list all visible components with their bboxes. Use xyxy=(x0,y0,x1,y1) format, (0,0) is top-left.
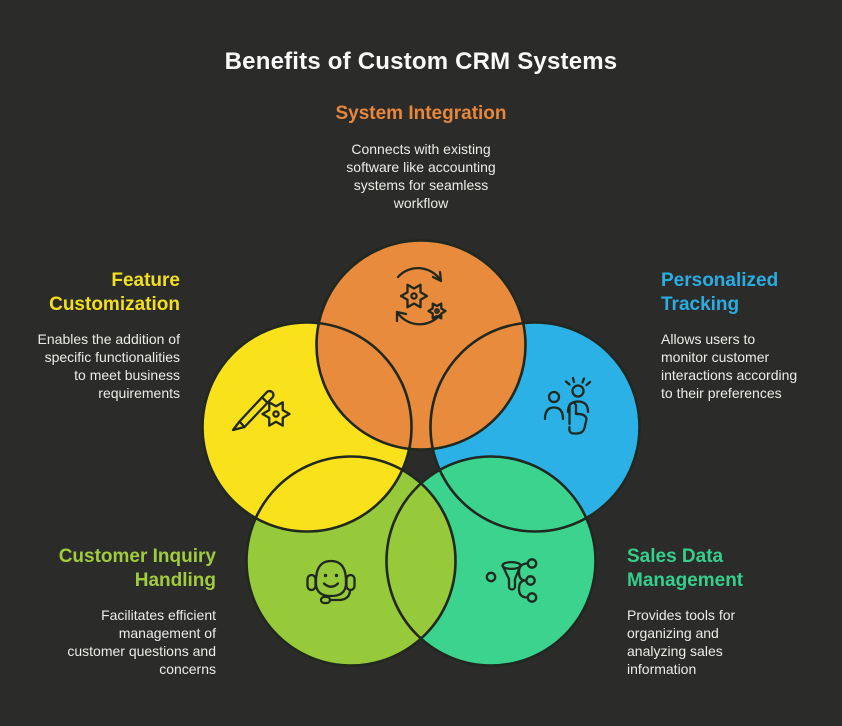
section-description: Connects with existing software like acc… xyxy=(0,140,842,212)
pencil-band xyxy=(260,396,269,404)
output-node xyxy=(526,592,538,603)
description-line: customer questions and xyxy=(67,643,216,659)
description-line: systems for seamless xyxy=(353,177,489,193)
circle-outlines xyxy=(201,239,641,667)
heading-line: Handling xyxy=(134,570,216,591)
icons-layer xyxy=(231,267,592,605)
description-line: to their preferences xyxy=(661,385,782,401)
sync-arrow-top xyxy=(396,267,443,283)
heading-line: Sales Data xyxy=(627,546,724,567)
input-node xyxy=(485,571,497,583)
description-line: information xyxy=(627,661,697,677)
heading-line: Feature xyxy=(111,270,180,291)
section-feature-customization: Feature Customization Enables the additi… xyxy=(0,269,180,402)
description-line: to meet business xyxy=(74,367,180,383)
section-description: Enables the addition of specific functio… xyxy=(0,330,180,402)
people-select-icon xyxy=(543,376,592,435)
description-line: workflow xyxy=(393,195,449,211)
section-customer-inquiry-handling: Customer Inquiry Handling Facilitates ef… xyxy=(6,545,216,678)
circle-outline xyxy=(315,239,527,451)
heading-line: Customer Inquiry xyxy=(58,546,216,567)
section-description: Provides tools for organizing and analyz… xyxy=(627,606,827,678)
section-heading: System Integration xyxy=(0,102,842,126)
gear-small-hub xyxy=(434,308,440,314)
description-line: requirements xyxy=(98,385,180,401)
section-description: Allows users to monitor customer interac… xyxy=(661,330,841,402)
output-node xyxy=(525,575,536,586)
pencil-tip xyxy=(231,420,246,432)
mic-boom xyxy=(328,588,352,602)
highlight-rays xyxy=(564,376,592,387)
section-description: Facilitates efficient management of cust… xyxy=(6,606,216,678)
heading-line: Management xyxy=(627,570,744,591)
mic-tip xyxy=(319,595,332,605)
section-heading: Feature Customization xyxy=(0,269,180,317)
headset-icon xyxy=(306,559,356,605)
description-line: Connects with existing xyxy=(351,141,491,157)
section-sales-data-management: Sales Data Management Provides tools for… xyxy=(627,545,827,678)
agent-eye xyxy=(323,573,328,578)
person-body xyxy=(543,406,565,421)
heading-line: System Integration xyxy=(335,103,507,124)
heading-line: Customization xyxy=(49,294,180,315)
circle-system-integration xyxy=(316,240,526,450)
description-line: software like accounting xyxy=(346,159,496,175)
agent-smile xyxy=(322,582,340,588)
description-line: interactions according xyxy=(661,367,798,383)
description-line: management of xyxy=(118,625,216,641)
description-line: monitor customer xyxy=(661,349,770,365)
pencil-body xyxy=(238,389,275,429)
gear-large xyxy=(399,283,429,309)
circle-outline xyxy=(245,455,457,667)
description-line: Provides tools for xyxy=(627,607,736,623)
circle-outline xyxy=(385,455,597,667)
section-personalized-tracking: Personalized Tracking Allows users to mo… xyxy=(661,269,841,402)
ear-muff-left xyxy=(306,573,317,592)
circle-outline xyxy=(429,321,641,533)
sync-gears-icon xyxy=(395,267,447,326)
heading-line: Personalized xyxy=(661,270,779,291)
description-line: organizing and xyxy=(627,625,719,641)
description-line: Facilitates efficient xyxy=(101,607,216,623)
description-line: concerns xyxy=(159,661,216,677)
section-system-integration: System Integration Connects with existin… xyxy=(0,102,842,212)
gear-star xyxy=(261,401,291,427)
description-line: analyzing sales xyxy=(627,643,723,659)
funnel-icon xyxy=(485,558,538,603)
circle-outline xyxy=(201,321,413,533)
agent-eye xyxy=(334,573,339,578)
gear-hub xyxy=(272,410,280,418)
gear-large-hub xyxy=(410,292,418,300)
pointing-hand xyxy=(568,401,588,435)
output-node xyxy=(526,558,538,569)
description-line: Enables the addition of xyxy=(37,331,180,347)
pencil-gear-icon xyxy=(231,389,291,432)
section-heading: Personalized Tracking xyxy=(661,269,841,317)
sync-arrow-bottom xyxy=(395,310,442,326)
description-line: Allows users to xyxy=(661,331,756,347)
description-line: specific functionalities xyxy=(44,349,180,365)
gear-small xyxy=(427,302,447,320)
branch-bracket xyxy=(517,562,529,599)
page-title: Benefits of Custom CRM Systems xyxy=(224,48,618,75)
person-head xyxy=(571,384,585,398)
section-heading: Customer Inquiry Handling xyxy=(6,545,216,593)
heading-line: Tracking xyxy=(661,294,740,315)
section-heading: Sales Data Management xyxy=(627,545,827,593)
person-head xyxy=(547,390,561,404)
